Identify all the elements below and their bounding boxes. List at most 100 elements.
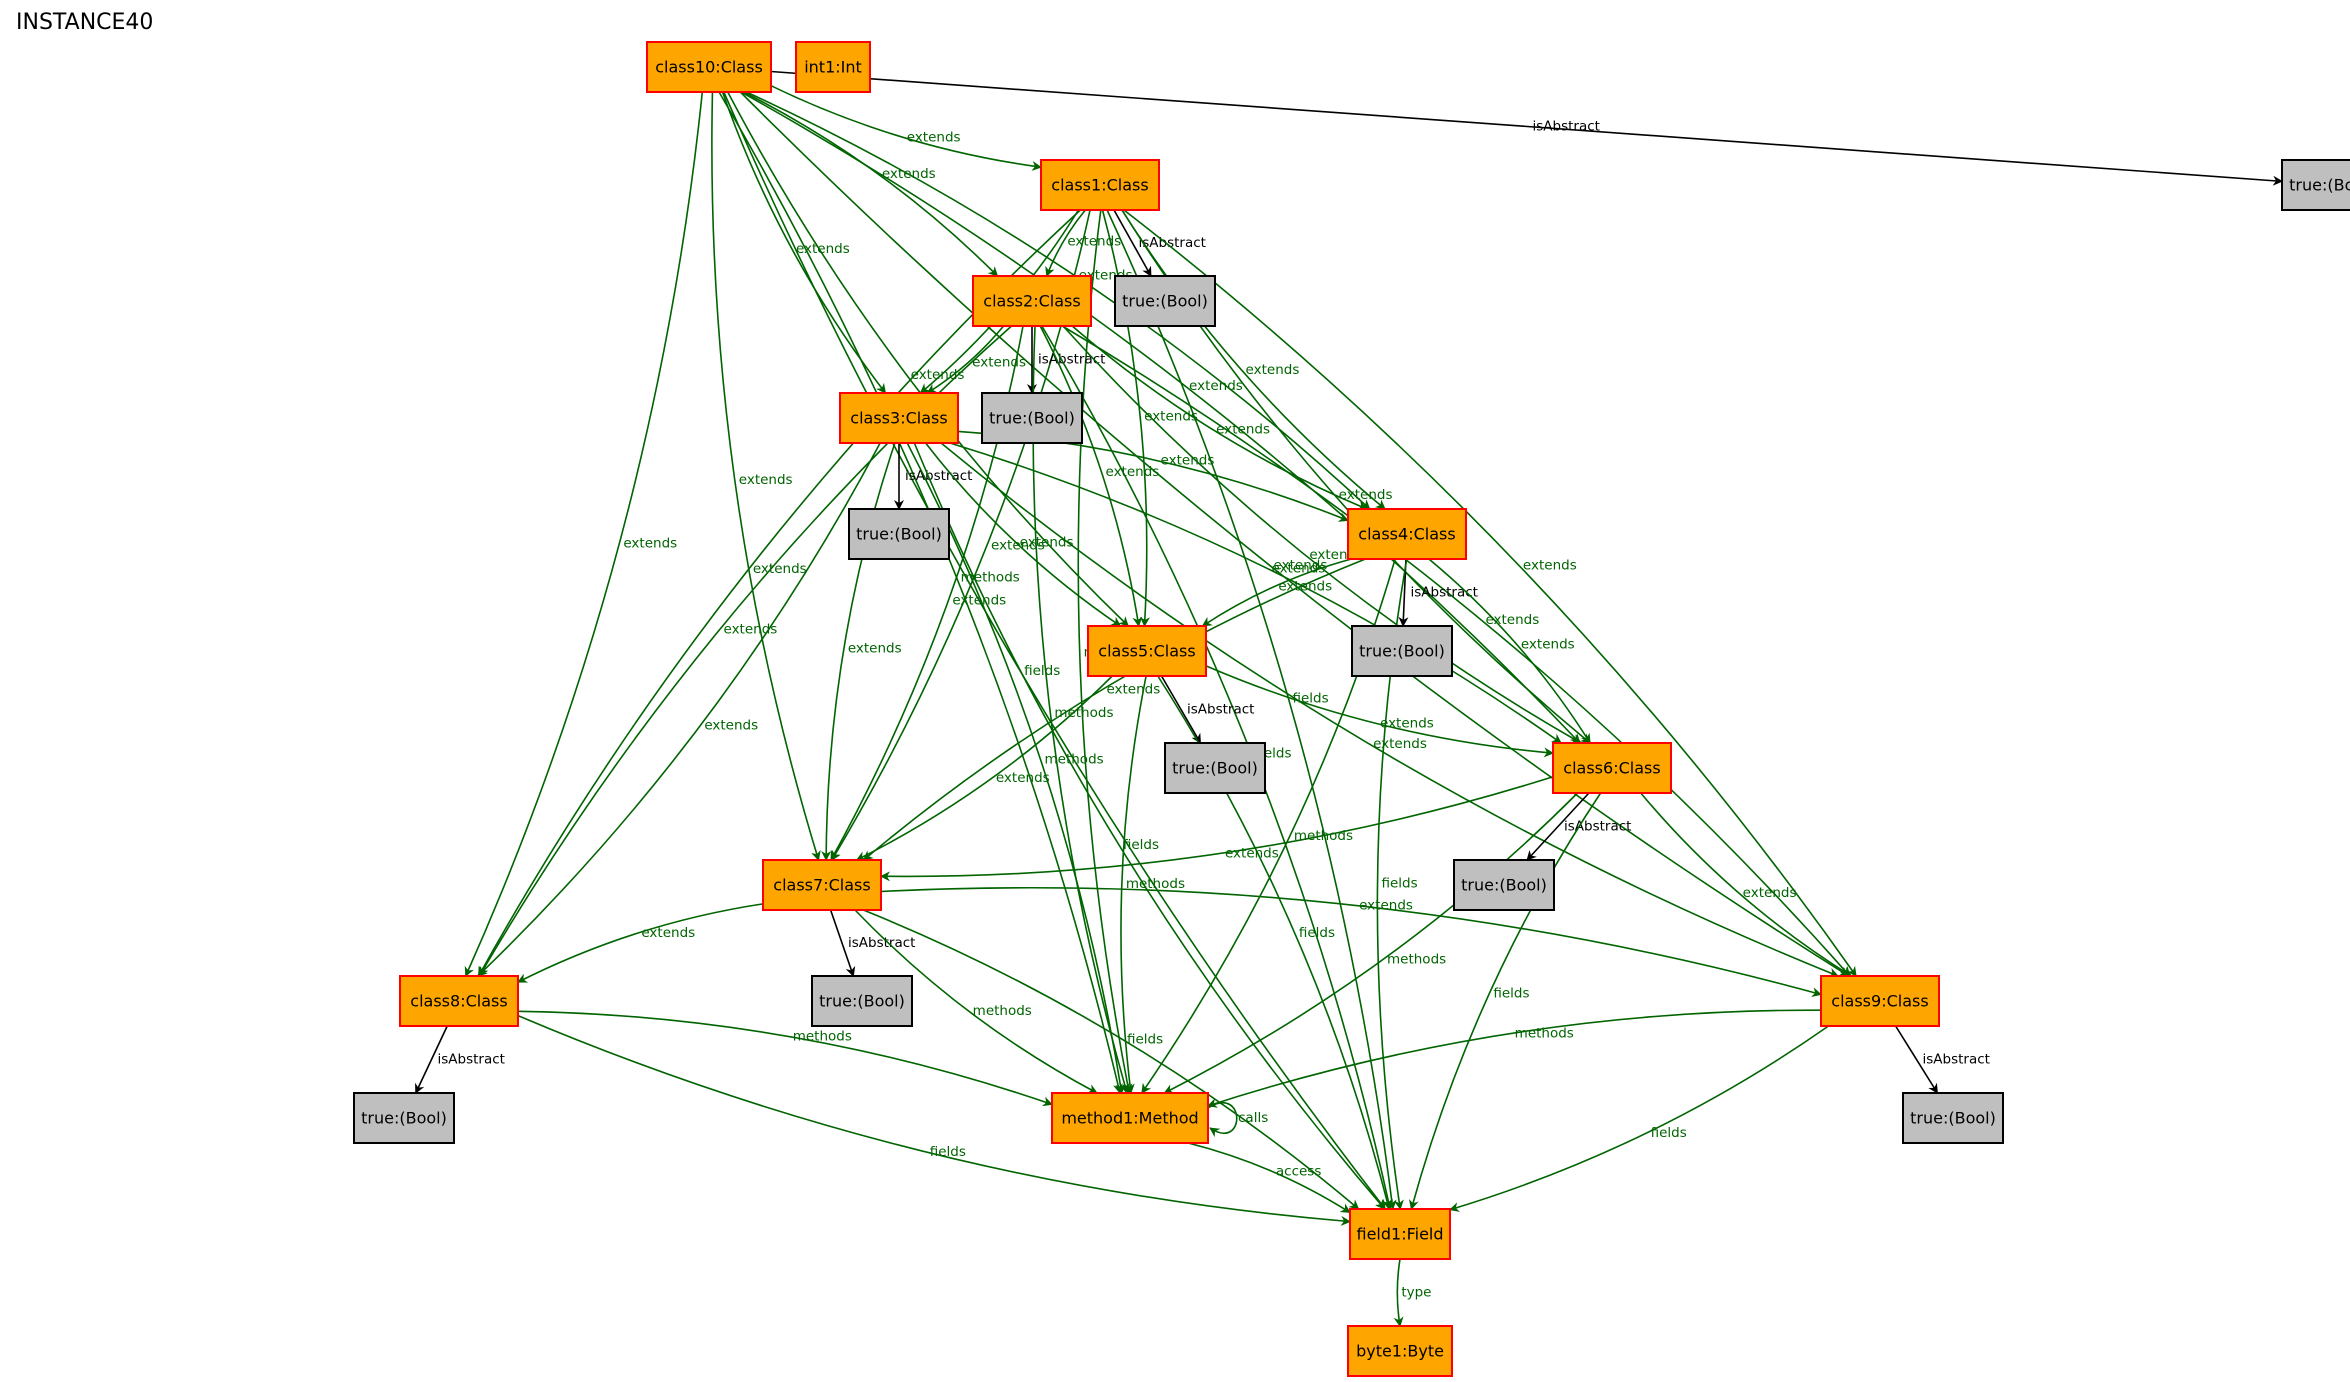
edge-label: isAbstract — [1923, 1052, 1990, 1068]
edge-fields-class6-field1: fields — [1408, 792, 1602, 1210]
node-method1[interactable]: method1:Method — [1051, 1092, 1209, 1144]
edge-line — [1039, 325, 1143, 627]
node-class5[interactable]: class5:Class — [1087, 625, 1207, 677]
edge-label: methods — [1126, 876, 1185, 892]
edge-methods-class8-method1: methods — [517, 1010, 1053, 1107]
node-class1[interactable]: class1:Class — [1040, 159, 1160, 211]
edge-line — [770, 70, 2283, 186]
edge-label: access — [1276, 1163, 1322, 1179]
edge-methods-class9-method1: methods — [1207, 1009, 1822, 1108]
node-label: true:(Bool) — [989, 409, 1075, 428]
edge-label: methods — [1045, 751, 1104, 767]
edge-line — [464, 91, 704, 977]
edge-label: extends — [1020, 534, 1074, 550]
edge-extends-class3-class7: extends — [821, 442, 902, 861]
node-class4[interactable]: class4:Class — [1347, 508, 1467, 560]
edge-line — [940, 442, 1839, 978]
node-class2[interactable]: class2:Class — [972, 275, 1092, 327]
edge-line — [1045, 209, 1086, 277]
object-box — [1051, 1092, 1209, 1144]
node-int1[interactable]: int1:Int — [795, 41, 871, 93]
edge-label: isAbstract — [848, 935, 915, 951]
node-bool2[interactable]: true:(Bool) — [981, 392, 1083, 444]
edge-line — [1106, 209, 1397, 1210]
edge-calls-method1-method1: calls — [1207, 1101, 1268, 1138]
value-box — [1164, 742, 1266, 794]
node-bool3[interactable]: true:(Bool) — [848, 508, 950, 560]
node-label: byte1:Byte — [1356, 1342, 1444, 1361]
edge-label: extends — [907, 129, 961, 145]
edge-line — [1163, 792, 1579, 1094]
node-label: class7:Class — [773, 876, 870, 895]
edge-extends-class6-class7: extends — [880, 775, 1554, 882]
node-label: class3:Class — [850, 409, 947, 428]
value-box — [353, 1092, 455, 1144]
node-class9[interactable]: class9:Class — [1820, 975, 1940, 1027]
edge-line — [1640, 792, 1853, 977]
node-class7[interactable]: class7:Class — [762, 859, 882, 911]
edge-line — [1120, 675, 1147, 1094]
edge-extends-class6-class9: extends — [1640, 792, 1853, 977]
node-label: true:(Bool) — [856, 525, 942, 544]
object-box — [972, 275, 1092, 327]
node-class10[interactable]: class10:Class — [646, 41, 772, 93]
edge-label: extends — [753, 561, 807, 577]
edge-line — [1449, 1025, 1829, 1212]
node-class8[interactable]: class8:Class — [399, 975, 519, 1027]
value-box — [1114, 275, 1216, 327]
edge-label: extends — [952, 593, 1006, 609]
edge-extends-class3-class8: extends — [477, 442, 881, 977]
edge-line — [770, 84, 1042, 171]
edge-extends-class4-class6: extends — [1428, 558, 1591, 744]
node-bool0[interactable]: true:(Bool) — [2281, 159, 2350, 211]
edge-line — [854, 909, 1098, 1094]
object-box — [1087, 625, 1207, 677]
node-bool5[interactable]: true:(Bool) — [1164, 742, 1266, 794]
node-class3[interactable]: class3:Class — [839, 392, 959, 444]
edge-isabstract-class1-bool1: isAbstract — [1113, 209, 1206, 277]
node-byte1[interactable]: byte1:Byte — [1347, 1325, 1453, 1377]
edge-line — [415, 1025, 448, 1094]
edge-label: extends — [1246, 362, 1300, 378]
node-bool4[interactable]: true:(Bool) — [1351, 625, 1453, 677]
edge-label: isAbstract — [1533, 118, 1600, 134]
edge-label: extends — [1106, 464, 1160, 480]
value-box — [811, 975, 913, 1027]
edge-extends-class5-class6: extends — [1205, 665, 1554, 758]
edge-label: extends — [623, 535, 677, 551]
value-box — [848, 508, 950, 560]
edge-isabstract-class7-bool7: isAbstract — [829, 909, 915, 977]
node-class6[interactable]: class6:Class — [1552, 742, 1672, 794]
edge-label: fields — [1493, 985, 1529, 1001]
object-box — [646, 41, 772, 93]
edge-fields-class9-field1: fields — [1449, 1025, 1829, 1212]
edge-extends-class10-class3: extends — [721, 91, 887, 394]
node-bool1[interactable]: true:(Bool) — [1114, 275, 1216, 327]
edge-extends-class3-class6: extends — [949, 442, 1562, 744]
edge-line — [1113, 209, 1152, 277]
object-box — [1552, 742, 1672, 794]
node-bool7[interactable]: true:(Bool) — [811, 975, 913, 1027]
edge-extends-class1-class9: extends — [1123, 209, 1857, 977]
edge-label: isAbstract — [1038, 352, 1105, 368]
edge-line — [913, 442, 1386, 1210]
edge-line — [1101, 209, 1150, 627]
edge-access-method1-field1: access — [1187, 1142, 1351, 1214]
edge-line — [517, 1014, 1351, 1226]
value-box — [1902, 1092, 2004, 1144]
edge-extends-class2-class5: extends — [1039, 325, 1160, 627]
node-bool6[interactable]: true:(Bool) — [1453, 859, 1555, 911]
edge-line — [743, 91, 999, 277]
node-label: field1:Field — [1356, 1225, 1443, 1244]
edge-line — [926, 325, 1005, 394]
edge-label: type — [1401, 1285, 1431, 1301]
node-bool9[interactable]: true:(Bool) — [1902, 1092, 2004, 1144]
node-field1[interactable]: field1:Field — [1349, 1208, 1451, 1260]
edge-isabstract-class5-bool5: isAbstract — [1160, 675, 1254, 744]
node-bool8[interactable]: true:(Bool) — [353, 1092, 455, 1144]
edge-label: extends — [1521, 637, 1575, 653]
edge-isabstract-class10-bool0: isAbstract — [770, 70, 2283, 186]
edge-extends-class10-class2: extends — [743, 91, 999, 277]
object-box — [1347, 508, 1467, 560]
edge-extends-class10-class5: extends — [727, 91, 1129, 627]
